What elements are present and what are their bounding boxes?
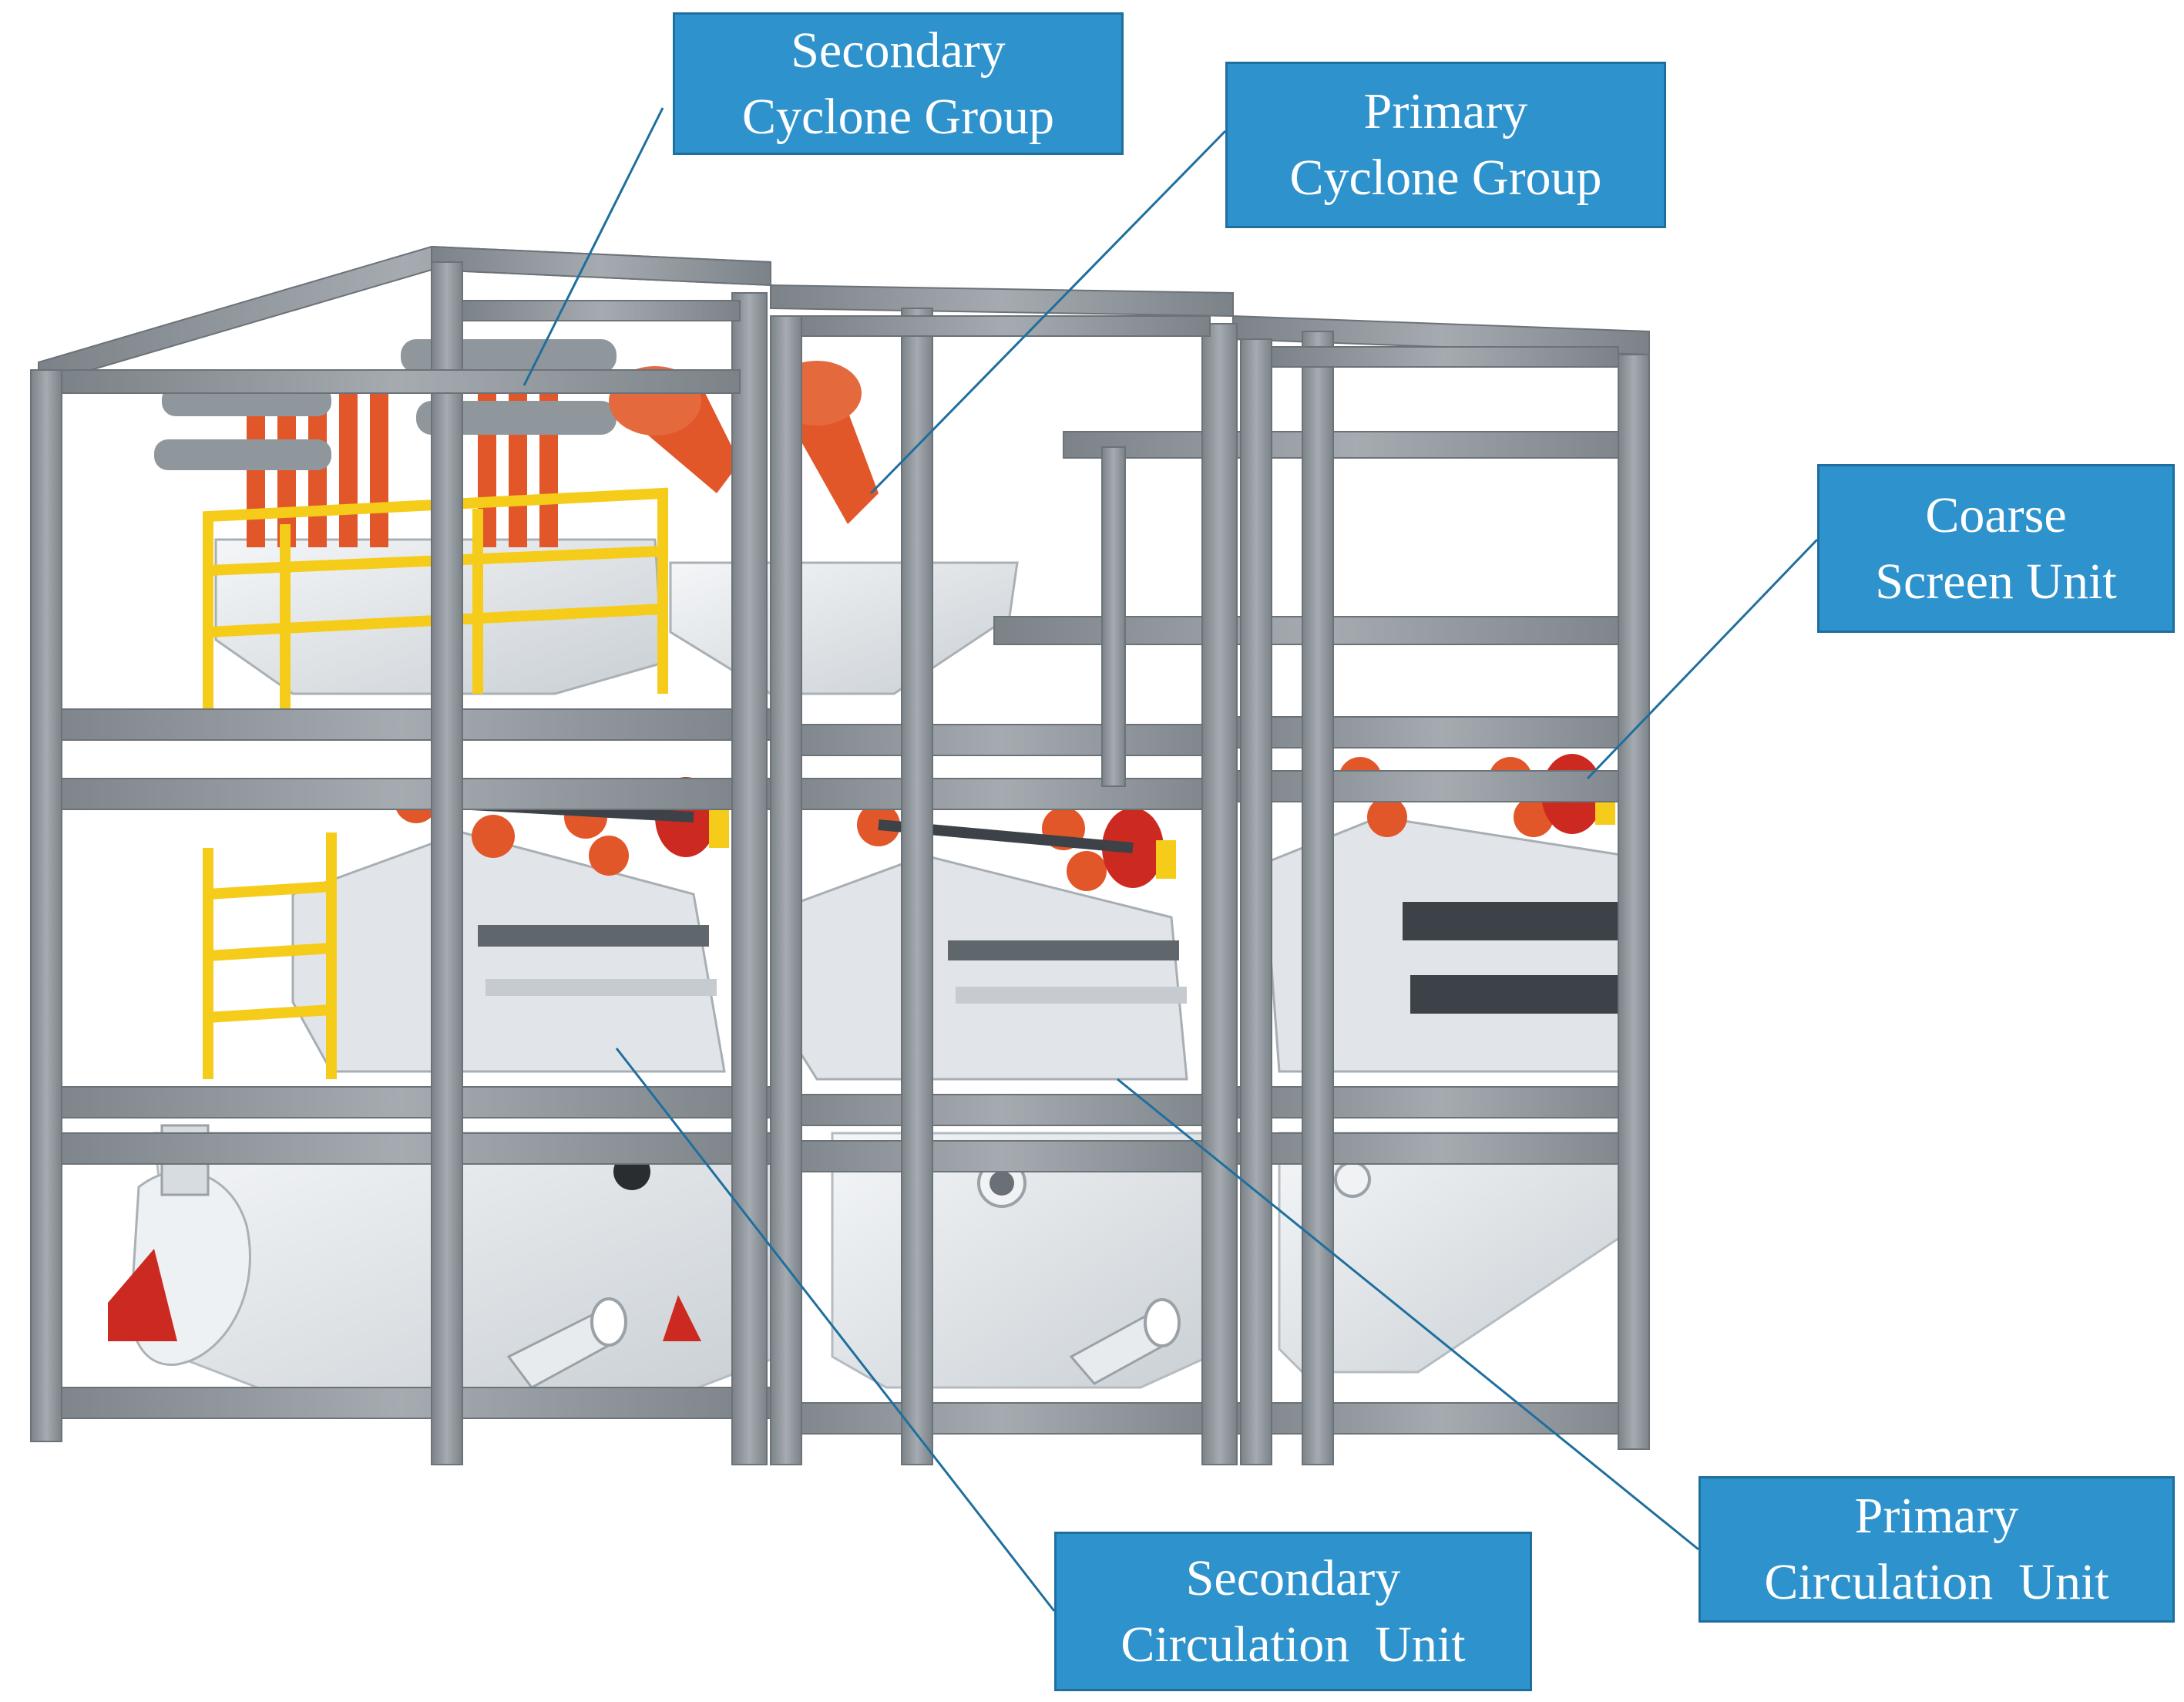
primary-circulation-unit-label: Primary Circulation Unit (1698, 1476, 2175, 1623)
secondary-cyclone-group-line1: Secondary (791, 22, 1006, 79)
primary-cyclone-group-label: Primary Cyclone Group (1225, 62, 1666, 228)
yellow-railings (203, 487, 668, 1079)
secondary-cyclone-group-label: Secondary Cyclone Group (673, 12, 1124, 155)
secondary-circulation-unit-line2: Circulation Unit (1121, 1616, 1466, 1673)
primary-circulation-unit-line1: Primary (1854, 1488, 2019, 1544)
leader-lines (522, 107, 1819, 1612)
coarse-screen-unit-label: Coarse Screen Unit (1817, 464, 2175, 633)
primary-cyclone-group-line1: Primary (1363, 83, 1528, 140)
coarse-screen-unit-line2: Screen Unit (1875, 553, 2117, 610)
primary-cyclone-group-line2: Cyclone Group (1289, 150, 1602, 206)
secondary-circulation-unit-line1: Secondary (1185, 1549, 1401, 1606)
primary-circulation-unit-line2: Circulation Unit (1764, 1554, 2109, 1610)
secondary-circulation-unit-label: Secondary Circulation Unit (1054, 1532, 1532, 1691)
coarse-screen-unit-line1: Coarse (1925, 486, 2067, 543)
steel-frame (30, 245, 1650, 1465)
secondary-cyclone-group-line2: Cyclone Group (741, 88, 1055, 145)
